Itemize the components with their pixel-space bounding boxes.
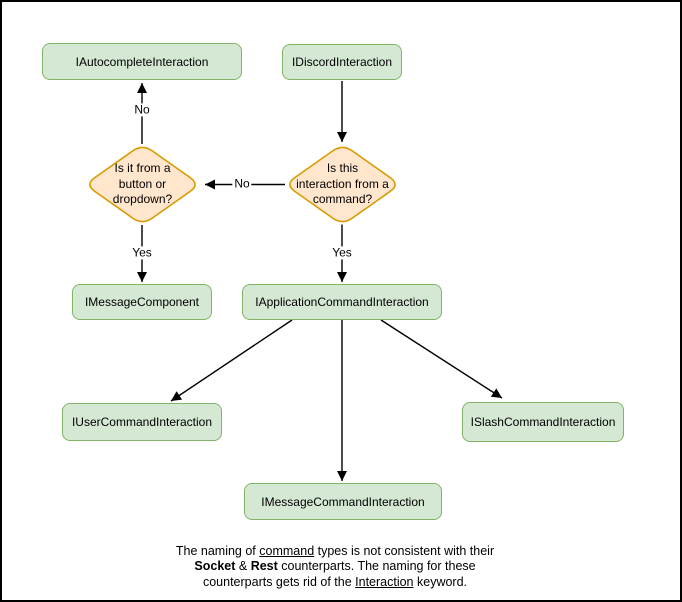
node-message-command-interaction: IMessageCommandInteraction [244, 483, 442, 520]
caption-segment: keyword. [413, 574, 468, 589]
caption-segment: command [259, 543, 315, 558]
edge-application-to-user-command [170, 319, 293, 402]
edge-label-yes-right: Yes [330, 245, 354, 260]
caption-text: The naming of command types is not consi… [155, 544, 515, 591]
caption-segment: Socket [194, 559, 236, 573]
decision-from-command-shape [289, 146, 396, 223]
caption-segment: Interaction [355, 574, 414, 589]
caption-segment: counterparts. The naming for these count… [202, 559, 476, 589]
node-message-component: IMessageComponent [72, 284, 212, 320]
node-user-command-interaction: IUserCommandInteraction [62, 403, 222, 441]
edge-application-to-slash-command [380, 319, 503, 399]
node-application-command-interaction: IApplicationCommandInteraction [242, 284, 442, 320]
caption-segment: & [235, 559, 251, 573]
node-slash-command-interaction: ISlashCommandInteraction [462, 402, 624, 442]
edge-label-no-middle: No [232, 176, 252, 191]
node-discord-interaction: IDiscordInteraction [282, 44, 402, 80]
decision-button-or-dropdown-shape [89, 146, 196, 223]
edge-label-no-top: No [132, 102, 152, 117]
node-autocomplete-interaction: IAutocompleteInteraction [42, 43, 242, 80]
caption-segment: Rest [250, 559, 278, 573]
caption-segment: The naming of [175, 543, 260, 558]
caption-segment: types is not consistent with their [317, 543, 495, 558]
edge-label-yes-left: Yes [130, 245, 154, 260]
